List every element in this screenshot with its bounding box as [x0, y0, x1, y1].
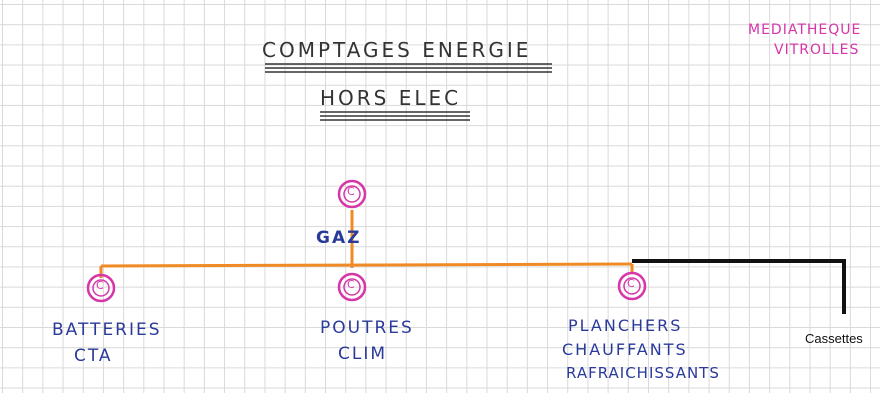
meter-icon-center [337, 272, 367, 302]
meter-label-left: C [96, 279, 104, 292]
distribution-bus [100, 262, 633, 268]
source-label: GAZ [316, 228, 362, 248]
right-node-line1: PLANCHERS [568, 316, 683, 335]
page-subtitle: HORS ELEC [320, 86, 462, 110]
meter-label-right: C [627, 277, 635, 290]
meter-icon-left [86, 273, 116, 303]
site-name-line2: VITROLLES [774, 42, 860, 58]
right-node-line2: CHAUFFANTS [562, 340, 688, 359]
left-node-line1: BATTERIES [52, 320, 162, 340]
cassettes-bracket [632, 259, 846, 314]
page-title: COMPTAGES ENERGIE [262, 38, 532, 62]
right-node-line3: RAFRAICHISSANTS [566, 364, 720, 382]
left-node-line2: CTA [74, 346, 113, 366]
site-name-line1: MEDIATHEQUE [748, 22, 862, 38]
meter-label-center: C [347, 278, 355, 291]
cassettes-annotation: Cassettes [805, 331, 863, 346]
center-node-line2: CLIM [338, 344, 388, 364]
meter-icon-right [617, 271, 647, 301]
center-node-line1: POUTRES [320, 318, 414, 338]
meter-label-source: C [347, 185, 355, 198]
meter-icon-source [337, 179, 367, 209]
